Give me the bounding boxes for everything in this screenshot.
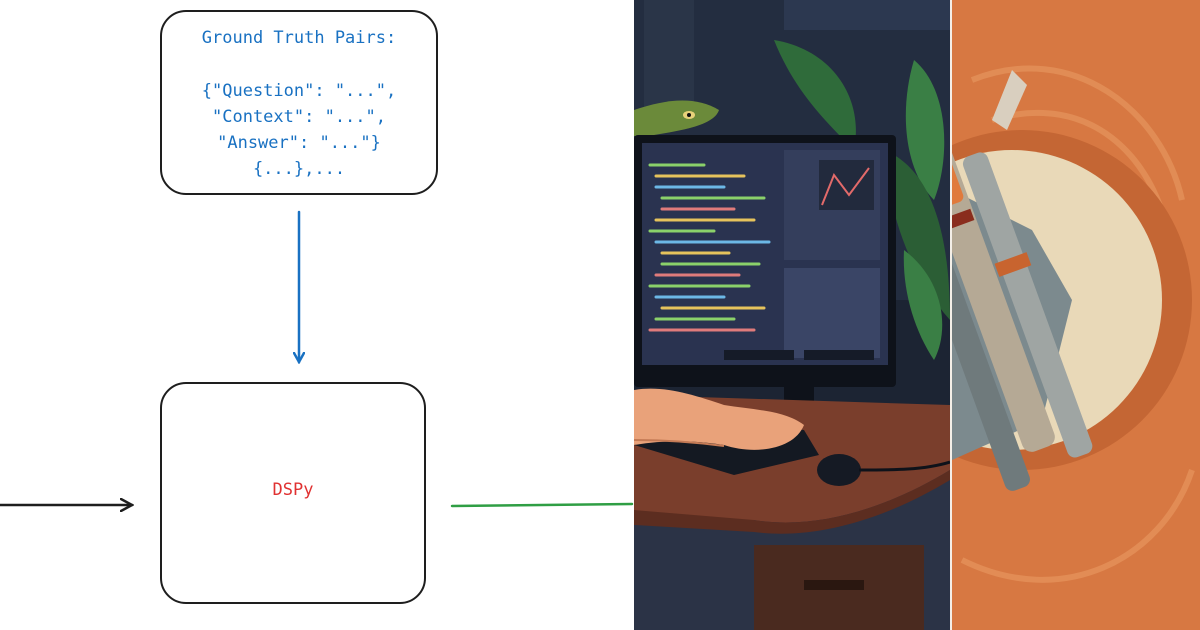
ground-truth-line: {...},... — [252, 159, 346, 179]
tools-illustration-art — [952, 0, 1200, 630]
ground-truth-pairs: {"Question": "...", "Context": "...", "A… — [162, 78, 436, 182]
ground-truth-line: "Answer": "..."} — [217, 133, 381, 153]
ground-truth-box: Ground Truth Pairs: {"Question": "...", … — [160, 10, 438, 195]
dspy-label: DSPy — [272, 480, 314, 500]
ground-truth-line: "Context": "...", — [212, 107, 386, 127]
panel-divider — [950, 0, 952, 630]
dspy-box: DSPy — [160, 382, 426, 604]
diagram-panel: Ground Truth Pairs: {"Question": "...", … — [0, 10, 634, 630]
tools-emblem-illustration — [952, 0, 1200, 630]
programmer-illustration-art — [634, 0, 950, 630]
diagram-connectors — [0, 210, 634, 630]
ground-truth-line: {"Question": "...", — [201, 81, 397, 101]
output-line — [450, 502, 634, 508]
ground-truth-title: Ground Truth Pairs: — [201, 28, 397, 48]
programmer-at-desk-illustration — [634, 0, 950, 630]
